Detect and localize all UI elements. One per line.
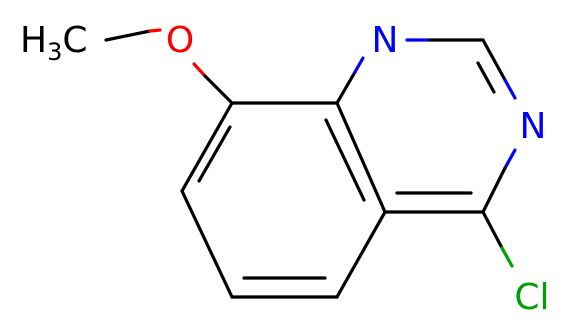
bond-c2-n3-n-end [503, 78, 517, 100]
bond-oxygen-c8 [203, 74, 234, 105]
bond-c8a-n1-n-end [353, 56, 365, 74]
bond-c5-c4a [335, 210, 387, 299]
bond-methyl-oxygen-o-end [148, 28, 162, 33]
bond-methyl-oxygen [104, 29, 152, 42]
bond-n3-c4 [481, 166, 507, 214]
bonds [104, 28, 517, 299]
atom-n3: N [520, 106, 547, 147]
bond-c8a-n1 [335, 70, 357, 105]
bond-c4a-c8a [335, 101, 387, 214]
atom-n1: N [372, 20, 399, 61]
atom-oxygen: O [166, 20, 194, 61]
bond-c4a-c8a-inner [324, 118, 366, 202]
bond-n3-c4-n-end [503, 148, 517, 170]
bond-c7-c6 [180, 189, 234, 299]
atom-labels: H3C O N N Cl [20, 20, 550, 318]
bond-c2-n3-inner [476, 61, 496, 94]
bond-oxygen-c8-o-end [192, 62, 207, 78]
bond-c4-chlorine [481, 210, 504, 250]
bond-c4-chlorine-cl-end [500, 246, 514, 268]
bond-c2-n3 [481, 38, 507, 82]
atom-chlorine: Cl [514, 277, 549, 318]
atom-methyl: H3C [20, 20, 88, 66]
bond-c8-c7 [180, 101, 234, 193]
bond-c8-c7-inner [197, 125, 232, 183]
